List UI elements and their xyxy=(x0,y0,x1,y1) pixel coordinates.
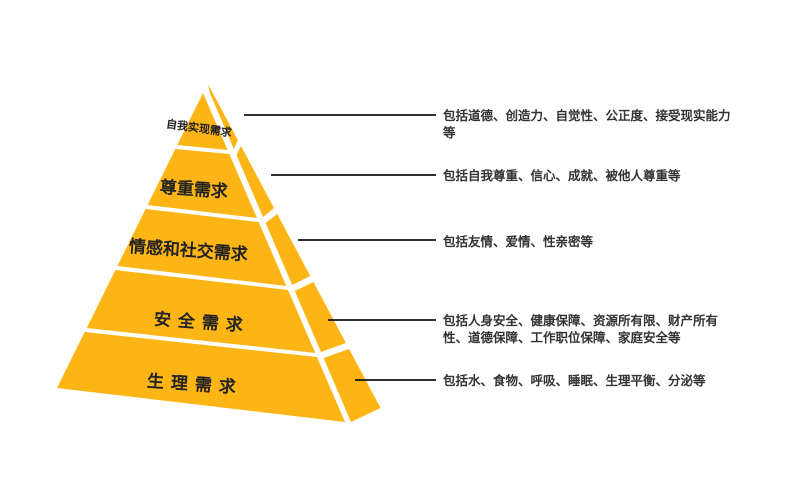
tier-front-esteem xyxy=(147,149,257,218)
tier-side-safety xyxy=(294,282,346,352)
tier-front-safety xyxy=(86,270,316,353)
tier-side-physiological xyxy=(323,349,381,422)
tier-description-esteem: 包括自我尊重、信心、成就、被他人尊重等 xyxy=(443,168,681,183)
tier-side-love-belonging xyxy=(265,214,311,285)
tier-description-physiological: 包括水、食物、呼吸、睡眠、生理平衡、分泌等 xyxy=(443,373,706,388)
tier-description-safety: 包括人身安全、健康保障、资源所有限、财产所有性、道德保障、工作职位保障、家庭安全… xyxy=(443,313,719,345)
tier-label-esteem: 尊重需求 xyxy=(159,177,229,203)
tier-front-physiological xyxy=(57,332,345,422)
tier-front-self-actualization xyxy=(177,93,228,150)
tier-description-self-actualization: 包括道德、创造力、自觉性、公正度、接受现实能力等 xyxy=(443,108,731,140)
tier-side-self-actualization xyxy=(208,84,238,149)
tier-side-esteem xyxy=(236,146,275,217)
tier-front-love-belonging xyxy=(117,209,287,286)
tier-description-love-belonging: 包括友情、爱情、性亲密等 xyxy=(443,234,594,249)
